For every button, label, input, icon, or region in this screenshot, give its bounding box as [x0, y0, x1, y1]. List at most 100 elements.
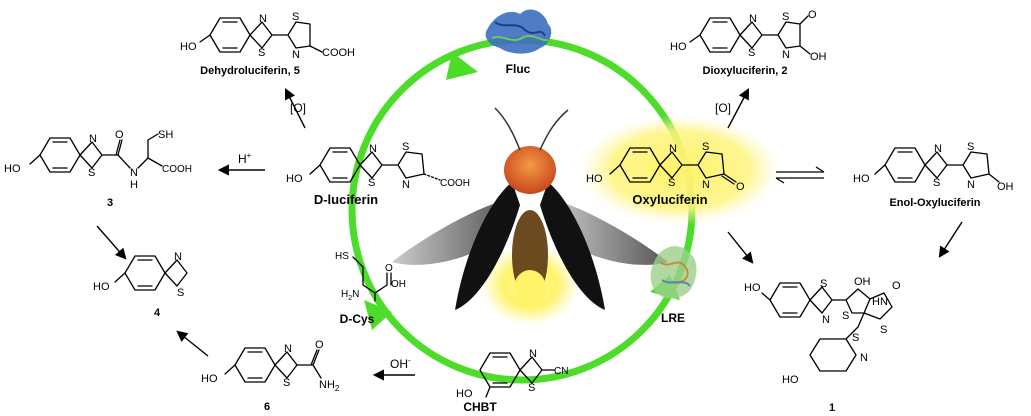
chbt-n: N: [529, 348, 537, 360]
compound4-s: S: [177, 287, 184, 299]
compound3-o: O: [115, 129, 124, 141]
compound-3: N S O N H SH COOH HO 3: [4, 129, 192, 209]
compound-6: N S O NH2 HO 6: [201, 339, 340, 413]
compound4-name: 4: [154, 307, 161, 319]
fluc-label: Fluc: [506, 62, 531, 76]
d-luciferin-n: N: [369, 143, 377, 155]
d-luciferin-name: D-luciferin: [314, 192, 378, 207]
d-cys-h2n-h: H: [341, 289, 348, 300]
compound3-nh-h: H: [130, 179, 138, 191]
compound-enol-oxyluciferin: N S S N HO OH Enol-Oxyluciferin: [853, 141, 1014, 209]
d-cys-h2n-n: N: [352, 289, 359, 300]
compound1-s3: S: [880, 324, 887, 336]
firefly-right-elytron: [540, 182, 605, 310]
compound3-ho: HO: [4, 163, 21, 175]
compound-1: HO N S S OH HN O S S N HO 1: [744, 276, 901, 414]
reagent-acid-plus: +: [247, 151, 252, 160]
compound6-s: S: [283, 377, 290, 389]
compound1-oh: OH: [854, 276, 871, 288]
firefly-lantern: [514, 270, 546, 306]
firefly-head: [504, 146, 556, 194]
dioxyluciferin-s1: S: [748, 47, 755, 59]
lre-label: LRE: [661, 311, 685, 325]
d-luciferin-n2: N: [402, 179, 410, 191]
arrow-to-dioxyluciferin: [727, 88, 750, 129]
compound-dioxyluciferin: N S S N HO O OH Dioxyluciferin, 2: [670, 9, 827, 77]
firefly-left-elytron: [455, 182, 520, 310]
d-luciferin-cooh: COOH: [440, 178, 470, 189]
compound6-n: N: [284, 343, 292, 355]
dehydroluciferin-cooh: COOH: [322, 47, 355, 59]
enol-oxyluciferin-s2: S: [967, 141, 974, 153]
dioxyluciferin-n: N: [749, 13, 757, 25]
arrow-to-dehydroluciferin: [284, 87, 306, 129]
firefly-antenna-right: [539, 109, 569, 151]
compound-d-luciferin: N S S N HO COOH D-luciferin: [286, 141, 470, 207]
compound1-s4: S: [852, 332, 859, 344]
d-luciferin-ho: HO: [286, 173, 303, 185]
fluc-protein-structure: Fluc: [485, 9, 552, 76]
oxyluciferin-n: N: [669, 143, 677, 155]
reaction-arrows: [O] [O] H+ OH-: [96, 87, 963, 381]
reagent-oxidation-left: [O]: [290, 101, 306, 115]
compound-chbt: N S CN HO CHBT: [456, 348, 568, 414]
compound1-ho1: HO: [744, 282, 761, 294]
enol-oxyluciferin-oh: OH: [997, 181, 1014, 193]
compound-oxyluciferin: N S S N HO O Oxyluciferin: [586, 141, 745, 207]
d-cys-name: D-Cys: [340, 312, 375, 326]
d-cys-h2n: H2N: [341, 289, 359, 302]
oxyluciferin-o: O: [736, 181, 745, 193]
firefly-illustration: [392, 107, 668, 325]
dehydroluciferin-ho: HO: [180, 41, 197, 53]
dehydroluciferin-name: Dehydroluciferin, 5: [200, 65, 300, 77]
d-luciferin-s2: S: [402, 141, 409, 153]
d-cys-o: O: [385, 263, 393, 274]
compound1-n4: N: [860, 352, 868, 364]
oxyluciferin-highlight: [580, 115, 780, 225]
firefly-antenna-left: [494, 107, 521, 151]
reagent-acid-h: H: [238, 152, 247, 166]
oxyluciferin-ho: HO: [586, 173, 603, 185]
d-cys-hs: HS: [335, 251, 349, 262]
equilibrium-arrows: [775, 166, 825, 184]
arrow-compound3-to-4: [96, 225, 127, 260]
reagent-base-minus: -: [408, 356, 411, 365]
compound4-ho: HO: [93, 281, 110, 293]
d-cys-oh: OH: [391, 279, 406, 290]
oxyluciferin-s2: S: [702, 141, 709, 153]
reagent-acid: H+: [238, 151, 252, 166]
oxyluciferin-name: Oxyluciferin: [632, 192, 707, 207]
enol-oxyluciferin-name: Enol-Oxyluciferin: [889, 197, 980, 209]
chbt-s: S: [528, 382, 535, 394]
dehydroluciferin-n2: N: [292, 49, 300, 61]
enol-oxyluciferin-s1: S: [933, 177, 940, 189]
dioxyluciferin-name: Dioxyluciferin, 2: [703, 65, 788, 77]
dehydroluciferin-n: N: [259, 13, 267, 25]
compound1-hn: HN: [872, 296, 888, 308]
dioxyluciferin-ho: HO: [670, 41, 687, 53]
compound6-name: 6: [264, 401, 270, 413]
compound-d-cys: HS H2N OH O D-Cys: [335, 251, 406, 326]
compound-4: N S HO 4: [93, 251, 188, 319]
compound3-cooh: COOH: [162, 164, 192, 175]
reagent-base: OH-: [390, 356, 411, 371]
compound6-nh2-base: NH: [319, 379, 335, 391]
compound3-sh: SH: [158, 129, 173, 141]
chbt-name: CHBT: [463, 400, 497, 414]
compound6-o: O: [315, 339, 324, 351]
cycle-arrowhead-left: [364, 300, 392, 330]
oxyluciferin-s1: S: [668, 177, 675, 189]
compound3-n: N: [89, 133, 97, 145]
enol-oxyluciferin-n: N: [934, 143, 942, 155]
compound1-name: 1: [829, 402, 835, 414]
dioxyluciferin-oh: OH: [810, 51, 827, 63]
compound1-s1: S: [820, 278, 827, 290]
compound-dehydroluciferin: N S S N HO COOH Dehydroluciferin, 5: [180, 11, 355, 77]
compound3-name: 3: [107, 197, 113, 209]
compound6-nh2: NH2: [319, 379, 340, 393]
compound3-nh-n: N: [130, 167, 138, 179]
compound3-s: S: [88, 167, 95, 179]
compound1-ho2: HO: [782, 374, 799, 386]
cycle-arrowhead-top: [446, 52, 478, 80]
